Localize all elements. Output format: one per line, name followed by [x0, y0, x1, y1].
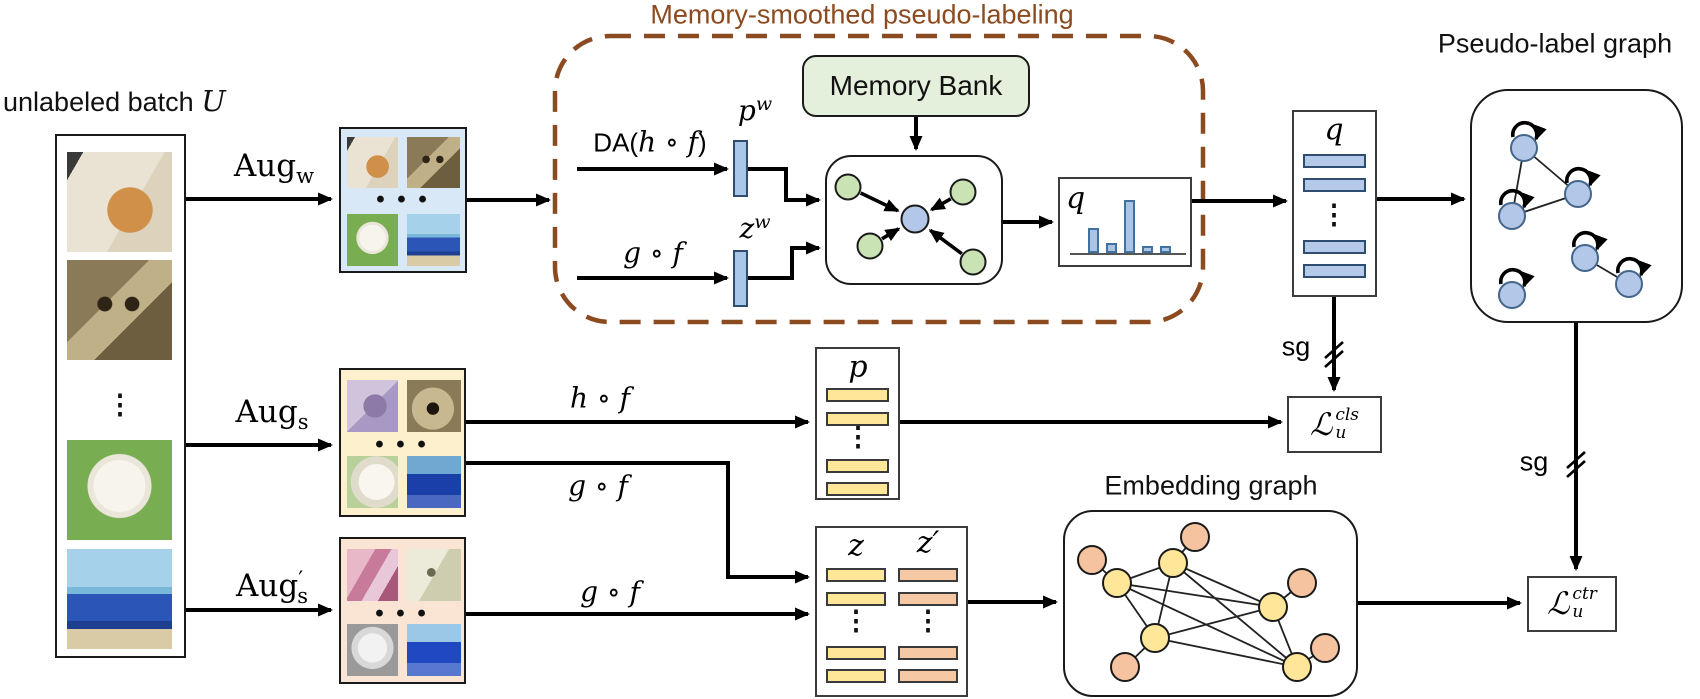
batch-symbol: U: [201, 84, 226, 118]
chart-baseline: [1070, 253, 1186, 255]
white-dog-photo: [67, 440, 172, 540]
z-vector-bar: [826, 592, 886, 606]
cat-lying-photo: [67, 152, 172, 252]
pw-vector-bar: [733, 140, 748, 197]
zw-vector-bar: [733, 250, 748, 307]
s-cat-tinted-photo: [347, 380, 398, 432]
q-distribution-bar: [1142, 246, 1153, 253]
cls-loss-symbol: ℒ: [1309, 406, 1333, 443]
aug-weak-label: Augw: [233, 147, 315, 189]
unlabeled-batch-title: unlabeled batch U: [3, 84, 226, 118]
sg-label-cls: sg: [1281, 331, 1311, 362]
s2-cat-pink-photo: [347, 549, 398, 601]
p-column-label: p: [848, 349, 868, 385]
p-vector-bar: [826, 482, 889, 496]
embedding-graph-title: Embedding graph: [1104, 470, 1318, 501]
pw-label: pw: [737, 93, 773, 127]
z-vector-bar: [826, 568, 886, 582]
unlabeled-batch-label: unlabeled batch: [3, 87, 194, 117]
z-prime-vector-bar: [898, 669, 958, 683]
gf-strong-path-label: g ∘ f: [568, 469, 628, 503]
s-dog-crop-photo: [347, 456, 398, 508]
s-cat-eye-photo: [407, 380, 461, 432]
smoothing-graph-box: [825, 155, 1003, 285]
aug-strong-label: Augs: [235, 393, 309, 435]
memory-bank-box: Memory Bank: [802, 55, 1030, 117]
q-vector-bar: [1303, 264, 1366, 278]
arrow-zw-to-smoothing: [748, 241, 821, 280]
zw-label: zw: [739, 211, 771, 245]
pseudo-label-graph-box: [1470, 89, 1683, 323]
q-distribution-bar: [1106, 243, 1117, 253]
arrow-gf-to-z: [466, 461, 810, 584]
ctr-loss-symbol: ℒ: [1547, 586, 1570, 622]
z-prime-vector-bar: [898, 592, 958, 606]
weak-aug-ellipsis: • • •: [376, 186, 430, 213]
memory-smoothed-title: Memory-smoothed pseudo-labeling: [650, 0, 1074, 30]
p-column-ellipsis: ⋮: [844, 421, 872, 452]
blue-car-photo: [67, 549, 172, 649]
s2-cat-washed-photo: [407, 549, 461, 601]
q-distribution-label: q: [1066, 181, 1086, 216]
hf-path-label: h ∘ f: [570, 381, 630, 415]
z-vector-bar: [826, 646, 886, 660]
s-car-dark-photo: [407, 456, 461, 508]
w-white-dog-photo: [347, 214, 398, 266]
pseudo-label-graph-title: Pseudo-label graph: [1437, 28, 1673, 59]
batch-ellipsis: ⋮: [106, 389, 134, 420]
q-distribution-bar: [1088, 228, 1099, 253]
strong-aug-ellipsis: • • •: [375, 431, 429, 458]
q-vector-bar: [1303, 154, 1366, 168]
gf-strong-prime-path-label: g ∘ f: [580, 575, 640, 609]
w-blue-car-photo: [407, 214, 460, 266]
stop-gradient-slash-cls: [1324, 341, 1344, 368]
q-distribution-bar: [1160, 246, 1171, 253]
embedding-graph-box: [1063, 510, 1358, 697]
p-vector-bar: [826, 459, 889, 473]
q-vector-bar: [1303, 178, 1366, 192]
p-vector-bar: [826, 412, 889, 426]
tabby-face-photo: [67, 260, 172, 360]
q-vector-bar: [1303, 240, 1366, 254]
da-label: DA(h ∘ f): [593, 125, 707, 159]
memory-bank-label: Memory Bank: [829, 70, 1003, 101]
q-column-ellipsis: ⋮: [1320, 199, 1348, 230]
stop-gradient-slash-ctr: [1566, 451, 1586, 478]
q-column-label: q: [1324, 112, 1344, 148]
z-prime-vector-bar: [898, 568, 958, 582]
arrow-pw-to-smoothing: [748, 167, 821, 207]
w-cat-lying-photo: [347, 137, 398, 188]
q-distribution-bar: [1124, 200, 1135, 253]
z-column-label: z: [848, 528, 864, 564]
w-tabby-face-photo: [407, 137, 460, 188]
s2-car-blue-photo: [407, 624, 461, 676]
strong-aug-prime-ellipsis: • • •: [375, 600, 429, 627]
z-vector-bar: [826, 669, 886, 683]
s2-dog-gray-photo: [347, 624, 398, 676]
z-prime-vector-bar: [898, 646, 958, 660]
z-column-ellipsis: ⋮: [842, 605, 870, 636]
z-prime-column-ellipsis: ⋮: [914, 605, 942, 636]
z-columns-box: [815, 526, 968, 697]
gf-weak-label: g ∘ f: [623, 236, 683, 270]
aug-strong-prime-label: Aug′s: [236, 567, 308, 609]
p-vector-bar: [826, 388, 889, 402]
sg-label-ctr: sg: [1519, 446, 1549, 477]
z-prime-column-label: z′: [916, 525, 940, 561]
